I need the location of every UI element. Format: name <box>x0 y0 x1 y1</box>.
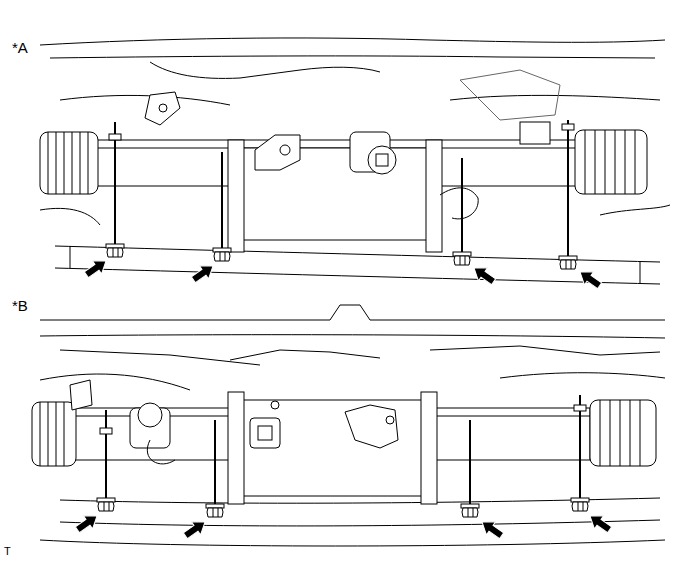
pointer-arrow <box>73 509 614 542</box>
panel-b-drawing <box>32 305 665 546</box>
panel-label: *B <box>12 298 28 313</box>
panel-label: T <box>4 546 11 557</box>
panel-a-drawing <box>40 38 670 284</box>
panel-label: *A <box>12 40 28 55</box>
pointer-arrow <box>82 254 604 292</box>
